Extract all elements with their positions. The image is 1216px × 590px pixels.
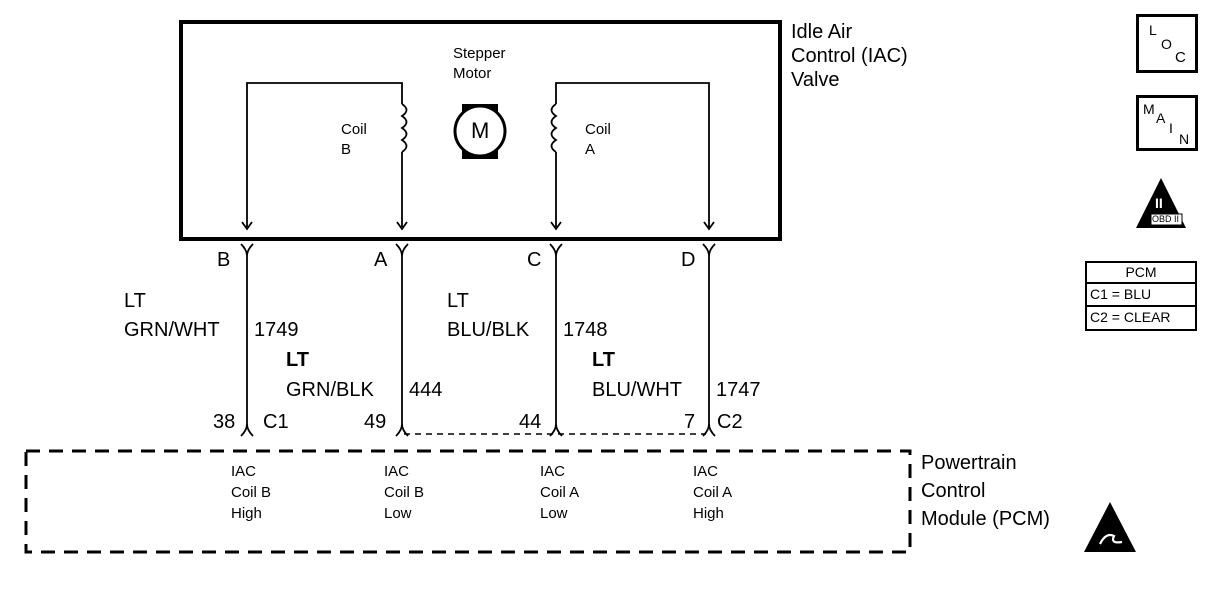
coil-b-label: Coil B [341,121,367,158]
wire-color-d-line1: LT [592,349,615,371]
coil-a-inductor [550,103,558,153]
pcm-connector-legend: PCM C1 = BLU C2 = CLEAR [1085,261,1197,331]
main-badge-m: M [1143,101,1155,117]
pcm-connector-terminals [240,423,716,437]
pcm-pin-38: 38 [213,411,236,433]
pcm-function-coil-b-high: IAC Coil B High [231,463,272,522]
connector-c2-label: C2 [717,411,743,433]
circuit-number-b: 1749 [254,319,299,341]
obd-ii-text: OBD II [1152,214,1180,224]
wire-color-b-line1: LT [124,290,146,312]
wire-color-a-line1: LT [286,349,309,371]
obd-ii-icon [1136,178,1186,228]
coil-b-inductor [400,103,408,153]
iac-valve-box [179,20,782,241]
wire-color-a-line2: GRN/BLK [286,379,374,401]
pcm-pin-49: 49 [364,411,387,433]
coil-a-label: Coil A [585,121,611,158]
pcm-legend-header: PCM [1087,263,1195,284]
pin-letter-c: C [527,249,542,271]
esd-warning-icon [1084,502,1136,552]
pin-arrows [241,221,715,231]
pin-letter-b: B [217,249,231,271]
motor-icon [453,104,507,159]
wire-color-b-line2: GRN/WHT [124,319,220,341]
pcm-legend-c1: C1 = BLU [1090,286,1152,302]
wire-color-c-line1: LT [447,290,469,312]
wire-color-d-line2: BLU/WHT [592,379,682,401]
pcm-module-box [24,449,912,554]
pin-letter-d: D [681,249,696,271]
wire-color-c-line2: BLU/BLK [447,319,530,341]
main-badge-n: N [1179,131,1190,147]
motor-label: Stepper Motor [453,45,506,82]
loc-badge-c: C [1175,49,1186,66]
main-badge-a: A [1156,110,1166,126]
circuit-number-a: 444 [409,379,443,401]
circuit-wires [246,256,710,424]
pcm-pin-44: 44 [519,411,542,433]
circuit-number-d: 1747 [716,379,761,401]
loc-badge: L O C [1136,14,1198,73]
module-title: Powertrain Control Module (PCM) [921,452,1050,530]
motor-symbol: M [471,118,490,143]
pcm-function-coil-a-low: IAC Coil A Low [540,463,580,522]
pcm-pin-7: 7 [684,411,696,433]
circuit-number-c: 1748 [563,319,608,341]
component-title: Idle Air Control (IAC) Valve [791,21,908,91]
pcm-function-coil-b-low: IAC Coil B Low [384,463,425,522]
pin-letter-a: A [374,249,388,271]
pcm-legend-c2: C2 = CLEAR [1087,305,1195,328]
pcm-function-coil-a-high: IAC Coil A High [693,463,733,522]
coil-b-wire-left [246,82,403,227]
loc-badge-l: L [1149,22,1157,38]
coil-a-wire-right [555,82,710,227]
component-connector-terminals [240,243,716,257]
obd-ii-numeral: II [1155,195,1163,211]
connector-c1-label: C1 [263,411,289,433]
main-badge: M A I N [1136,95,1198,151]
loc-badge-o: O [1161,36,1172,52]
main-badge-i: I [1169,120,1173,136]
